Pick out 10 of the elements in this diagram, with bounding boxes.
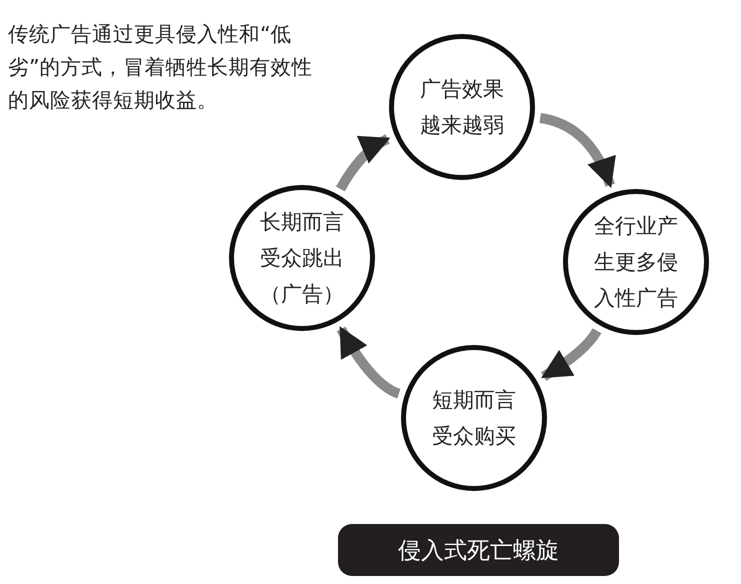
- curved-arrow: [336, 134, 390, 192]
- note-text: 传统广告通过更具侵入性和“低劣”的方式，冒着牺牲长期有效性的风险获得短期收益。: [8, 21, 314, 114]
- curved-arrow: [336, 326, 401, 398]
- step-text: 短期而言受众购买: [431, 387, 517, 450]
- step-text: 长期而言受众跳出（广告）: [259, 209, 345, 308]
- curved-arrow: [541, 328, 602, 381]
- step-text: 广告效果越来越弱: [419, 76, 505, 139]
- title-banner: 侵入式死亡螺旋: [338, 524, 619, 576]
- curved-arrow: [539, 113, 615, 188]
- step-text: 全行业产生更多侵入性广告: [593, 213, 679, 312]
